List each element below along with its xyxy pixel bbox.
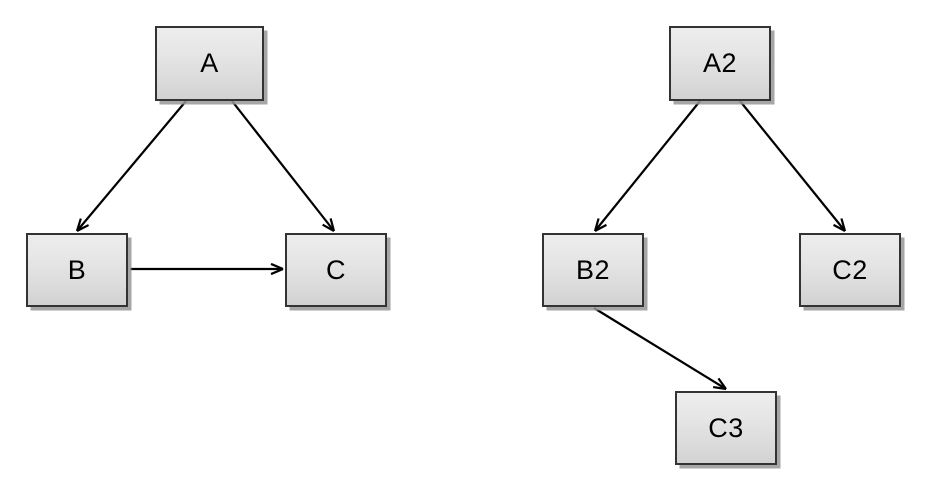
node-b[interactable]: B [26, 233, 128, 307]
arrowhead-barb [270, 267, 284, 276]
edge-line [231, 100, 335, 232]
arrowhead-barb [75, 218, 82, 232]
arrowhead-barb [840, 218, 847, 232]
arrowhead-barb [833, 223, 846, 232]
node-label: A [200, 48, 219, 78]
node-b2[interactable]: B2 [542, 233, 644, 307]
node-label: C2 [832, 254, 868, 285]
node-label: C [326, 254, 346, 285]
arrowhead-barb [322, 223, 335, 232]
node-a[interactable]: A [155, 26, 264, 101]
edge-a2-b2 [593, 100, 701, 232]
arrowhead-barb [270, 262, 284, 271]
node-label: B2 [575, 254, 611, 285]
arrowhead-barb [594, 223, 607, 232]
edge-b-c [130, 262, 284, 276]
edge-line [739, 100, 846, 232]
edge-a-c [231, 100, 336, 232]
node-c[interactable]: C [285, 233, 387, 307]
edge-b2-c3 [593, 307, 727, 391]
node-label: C3 [708, 412, 744, 443]
arrowhead-barb [717, 377, 727, 390]
node-c2[interactable]: C2 [799, 233, 901, 307]
node-label: B [67, 254, 87, 285]
arrowhead-barb [712, 385, 727, 391]
edge-a-b [75, 100, 187, 232]
arrowhead-barb [76, 224, 90, 232]
node-a2[interactable]: A2 [669, 26, 771, 101]
edge-a2-c2 [739, 100, 847, 232]
node-c3[interactable]: C3 [675, 391, 777, 465]
node-label: A2 [702, 48, 738, 78]
edge-line [76, 100, 187, 232]
edge-line [593, 307, 727, 390]
edge-line [594, 100, 701, 232]
arrowhead-barb [329, 218, 336, 232]
arrowhead-barb [593, 218, 600, 232]
